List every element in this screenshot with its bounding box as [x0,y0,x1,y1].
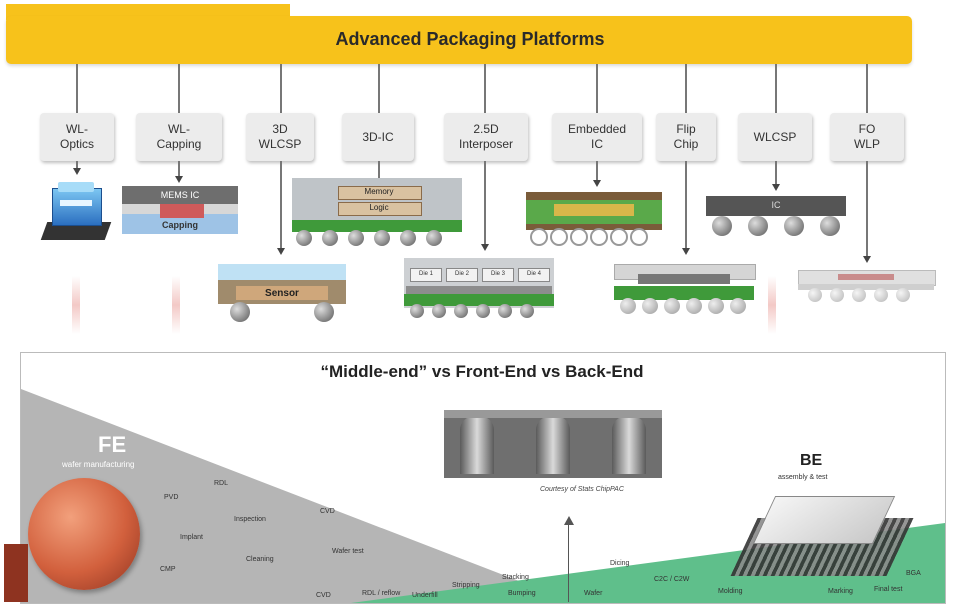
arrow-down-icon [73,168,81,175]
flip-chip-package [614,264,756,322]
die-3-label: Die 3 [482,268,514,282]
middle-end-arrow-line [568,524,569,602]
mid-label: BGA [906,570,921,577]
platform-box-3d-wlcsp: 3D WLCSP [246,113,314,161]
mid-label: Marking [828,588,853,595]
die-2-label: Die 2 [446,268,478,282]
connector-line [378,161,380,181]
platform-box-wl-optics: WL- Optics [40,113,114,161]
platform-box-wlcsp: WLCSP [738,113,812,161]
memory-label: Memory [364,187,394,196]
mid-label: Stripping [452,582,480,589]
fe-label: CVD [320,508,335,515]
connector-line [280,64,282,113]
connector-line [280,161,282,249]
connector-line [178,161,180,177]
fe-label: Implant [180,534,203,541]
wl-capping-package: MEMS IC Capping [122,186,238,238]
mems-ic-label: MEMS IC [160,190,200,200]
mid-label: Final test [874,586,903,593]
faded-bar [72,276,80,334]
fo-wlp-package [798,270,936,306]
arrow-down-icon [481,244,489,251]
mid-label: CVD [316,592,331,599]
fe-label: PVD [164,494,179,501]
platform-box-embedded-ic: Embedded IC [552,113,642,161]
cross-section-image [444,410,662,478]
wlcsp-package: IC [706,196,846,242]
fe-label: Cleaning [246,556,274,563]
platform-box-interposer: 2.5D Interposer [444,113,528,161]
platform-box-wl-capping: WL- Capping [136,113,222,161]
fe-label: Wafer test [332,548,364,555]
mid-label: C2C / C2W [654,576,690,583]
die-1-label: Die 1 [410,268,442,282]
interposer-package: Die 1 Die 2 Die 3 Die 4 [404,258,554,328]
connector-line [685,161,687,249]
wl-optics-package [40,178,112,248]
platforms-banner [6,16,912,64]
wafer-image [28,478,140,590]
sensor-label: Sensor [265,288,299,299]
mid-label: Molding [718,588,743,595]
arrow-down-icon [682,248,690,255]
wlcsp-ic-label: IC [771,200,781,210]
wafer-strip [4,544,28,602]
connector-line [866,64,868,113]
connector-line [775,161,777,185]
3d-ic-package: Memory Logic [292,178,462,250]
comparison-title: “Middle-end” vs Front-End vs Back-End [320,362,644,381]
mid-label: Underfill [412,592,438,599]
connector-line [76,64,78,113]
arrow-down-icon [593,180,601,187]
courtesy-caption: Courtesy of Stats ChipPAC [540,486,624,493]
arrow-down-icon [277,248,285,255]
arrow-down-icon [175,176,183,183]
platform-box-flip-chip: Flip Chip [656,113,716,161]
mid-label: Dicing [610,560,630,567]
be-title: BE [800,452,823,469]
arrow-up-icon [564,516,574,525]
3d-wlcsp-package: Sensor [218,264,346,324]
be-subtitle: assembly & test [778,474,828,481]
fe-subtitle: wafer manufacturing [62,460,135,469]
connector-line [178,64,180,113]
mid-label: Stacking [502,574,529,581]
fe-label: CMP [160,566,176,573]
die-4-label: Die 4 [518,268,550,282]
connector-line [76,161,78,169]
connector-line [775,64,777,113]
fe-label: Inspection [234,516,266,523]
faded-bar [768,276,776,334]
connector-line [596,161,598,181]
arrow-down-icon [863,256,871,263]
fe-title: FE [98,432,127,457]
embedded-ic-package [526,192,662,248]
connector-line [866,161,868,257]
connector-line [484,64,486,113]
connector-line [484,161,486,245]
mid-label: Wafer [584,590,603,597]
mid-label: Bumping [508,590,536,597]
connector-line [685,64,687,113]
mid-label: RDL / reflow [362,590,401,597]
platform-box-3d-ic: 3D-IC [342,113,414,161]
connector-line [596,64,598,113]
capping-label: Capping [162,220,198,230]
faded-bar [172,276,180,334]
platform-box-fo-wlp: FO WLP [830,113,904,161]
be-package-image [730,488,914,580]
arrow-down-icon [772,184,780,191]
logic-label: Logic [369,203,389,212]
banner-title: Advanced Packaging Platforms [335,29,605,49]
connector-line [378,64,380,113]
fe-label: RDL [214,480,229,487]
